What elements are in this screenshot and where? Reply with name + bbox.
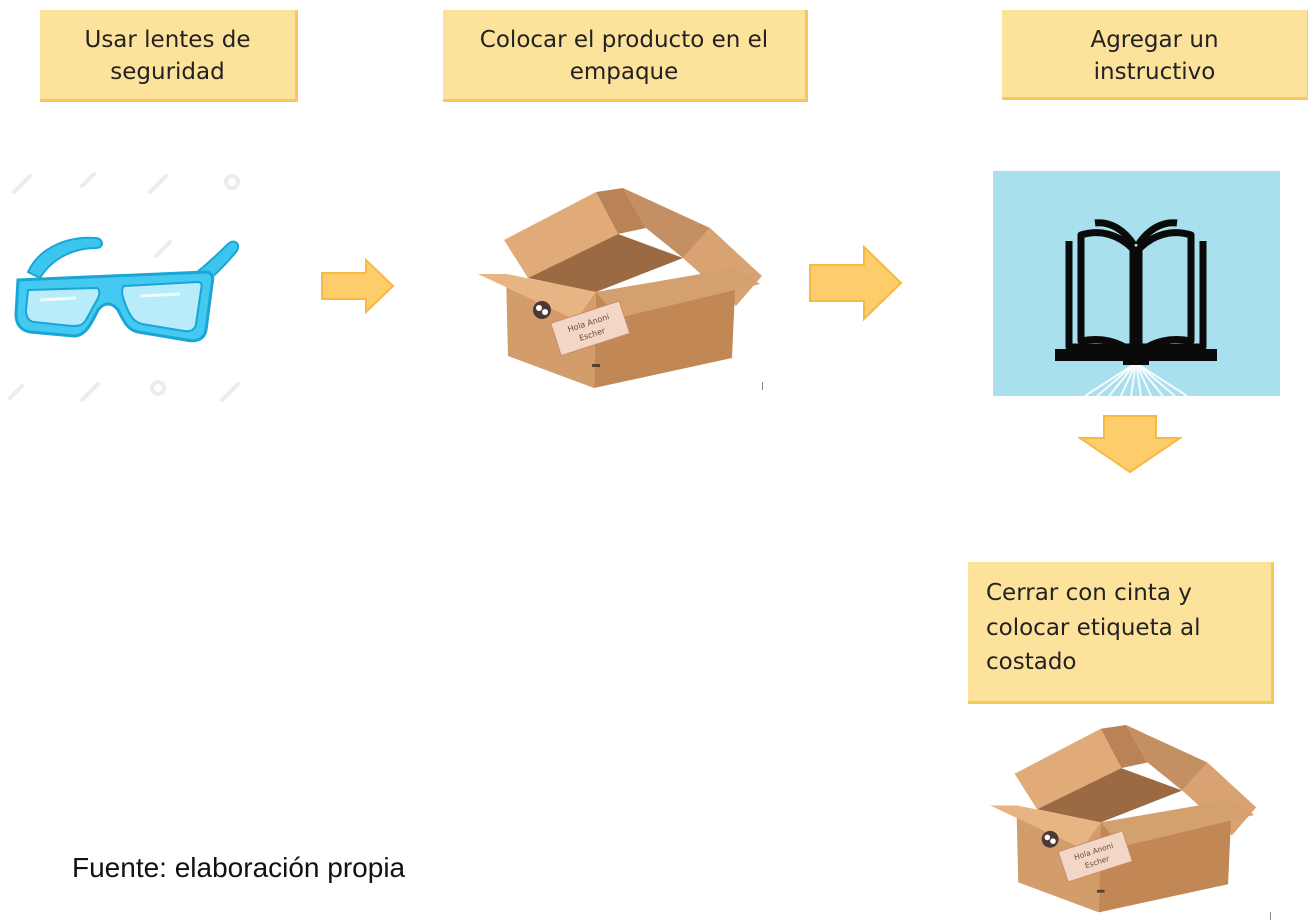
open-book-icon	[1055, 219, 1217, 397]
arrow-down-icon	[1078, 415, 1182, 474]
step-4-label-line1: Cerrar con cinta y	[986, 580, 1192, 606]
step-4-box: Cerrar con cinta y colocar etiqueta al c…	[968, 562, 1274, 704]
arrow-right-icon	[809, 245, 903, 321]
step-3-label-line2: instructivo	[1093, 59, 1216, 86]
step-2-label-line2: empaque	[569, 59, 679, 86]
tick-mark	[762, 382, 763, 390]
arrow-right-icon	[321, 258, 395, 314]
safety-glasses-icon	[8, 172, 240, 402]
source-caption: Fuente: elaboración propia	[72, 852, 406, 883]
step-4-label-line2: colocar etiqueta al	[986, 614, 1201, 641]
step-1-box: Usar lentes de seguridad	[40, 10, 298, 102]
step-3-label-line1: Agregar un	[1090, 27, 1219, 53]
step-1-label-line1: Usar lentes de	[84, 27, 251, 53]
step-3-box: Agregar un instructivo	[1002, 10, 1308, 100]
step-2-box: Colocar el producto en el empaque	[443, 10, 808, 102]
tick-mark	[1270, 912, 1271, 920]
cardboard-box-icon: Hola Anoni Escher	[990, 725, 1257, 913]
step-4-label-line3: costado	[986, 649, 1077, 675]
instruction-book-panel	[993, 171, 1280, 397]
cardboard-box-icon: Hola Anoni Escher	[478, 188, 762, 388]
step-2-label-line1: Colocar el producto en el	[479, 27, 769, 53]
step-1-label-line2: seguridad	[110, 59, 225, 86]
